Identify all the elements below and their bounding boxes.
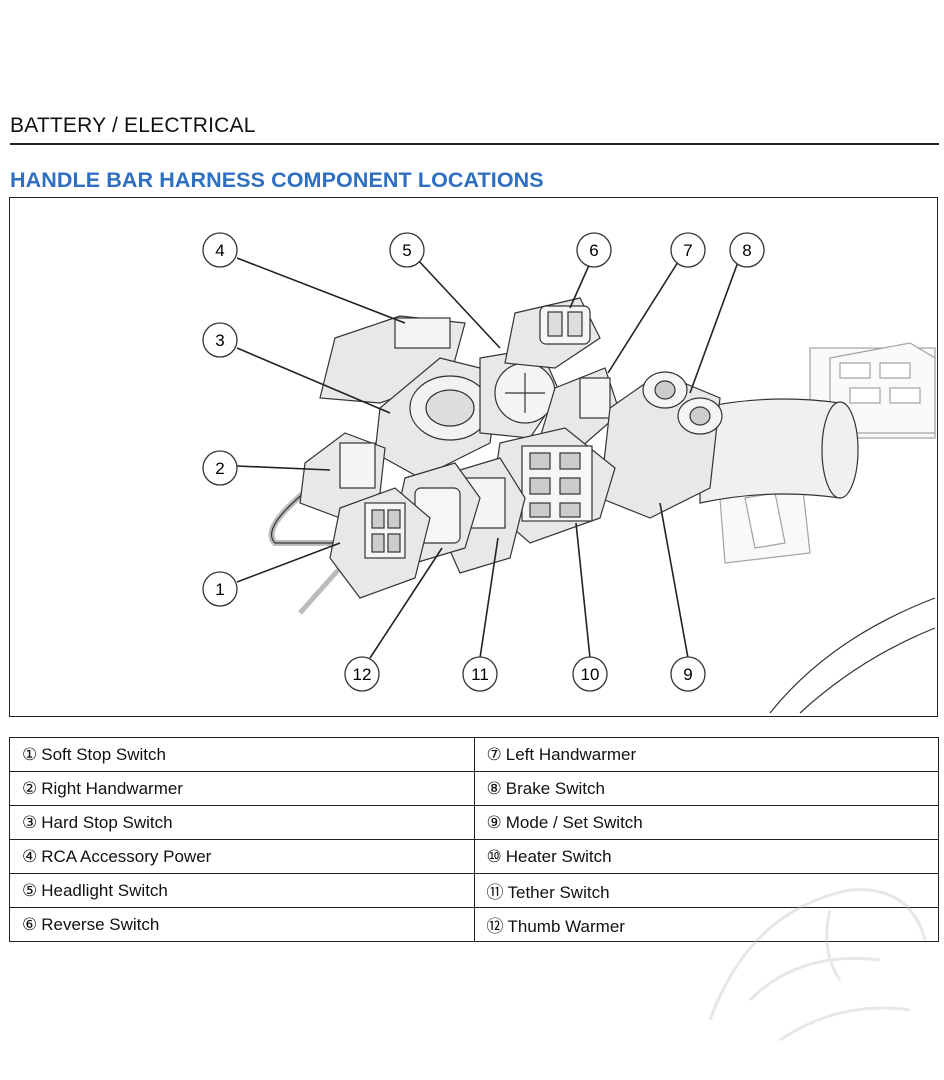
legend-label: Heater Switch [505, 846, 612, 866]
svg-text:7: 7 [683, 241, 692, 260]
legend-number: ⑨ [486, 812, 502, 832]
svg-text:12: 12 [353, 665, 372, 684]
legend-label: Brake Switch [505, 778, 605, 798]
legend-label: Reverse Switch [41, 914, 160, 934]
svg-text:2: 2 [215, 459, 224, 478]
legend-label: Mode / Set Switch [505, 812, 643, 832]
svg-text:1: 1 [215, 580, 224, 599]
legend-number: ⑧ [486, 778, 502, 798]
callout-6: 6 [576, 232, 612, 268]
legend-number: ⑤ [22, 880, 38, 900]
legend-number: ⑫ [486, 917, 504, 936]
callout-5: 5 [389, 232, 425, 268]
legend-number: ⑩ [486, 846, 502, 866]
harness-diagram: 4 5 6 7 8 3 2 1 12 11 10 9 [9, 197, 938, 717]
section-heading: BATTERY / ELECTRICAL [10, 114, 256, 137]
legend-number: ③ [22, 812, 38, 832]
heading-rule [10, 143, 939, 145]
legend-label: Thumb Warmer [507, 917, 625, 936]
legend-number: ⑥ [22, 914, 38, 934]
callout-3: 3 [202, 322, 238, 358]
callout-4: 4 [202, 232, 238, 268]
svg-text:5: 5 [402, 241, 411, 260]
svg-text:11: 11 [471, 665, 489, 684]
callout-7: 7 [670, 232, 706, 268]
callout-11: 11 [462, 656, 498, 692]
watermark-logo [708, 888, 927, 1042]
legend-label: Headlight Switch [41, 880, 168, 900]
legend-label: RCA Accessory Power [41, 846, 212, 866]
callout-9: 9 [670, 656, 706, 692]
legend-label: Right Handwarmer [41, 778, 183, 798]
svg-text:6: 6 [589, 241, 598, 260]
legend-number: ⑦ [486, 744, 502, 764]
harness-illustration: 4 5 6 7 8 3 2 1 12 11 10 9 [202, 232, 936, 714]
legend-label: Left Handwarmer [505, 744, 637, 764]
svg-text:8: 8 [742, 241, 751, 260]
callout-10: 10 [572, 656, 608, 692]
svg-text:10: 10 [581, 665, 600, 684]
callout-12: 12 [344, 656, 380, 692]
legend-label: Tether Switch [507, 883, 610, 902]
callout-2: 2 [202, 450, 238, 486]
page-title: HANDLE BAR HARNESS COMPONENT LOCATIONS [10, 168, 544, 192]
legend-number: ⑪ [486, 883, 504, 902]
legend-number: ① [22, 744, 38, 764]
legend-number: ④ [22, 846, 38, 866]
svg-text:4: 4 [215, 241, 224, 260]
legend-number: ② [22, 778, 38, 798]
legend-label: Hard Stop Switch [41, 812, 173, 832]
svg-text:9: 9 [683, 665, 692, 684]
legend-label: Soft Stop Switch [41, 744, 166, 764]
svg-text:3: 3 [215, 331, 224, 350]
callout-8: 8 [729, 232, 765, 268]
callout-1: 1 [202, 571, 238, 607]
